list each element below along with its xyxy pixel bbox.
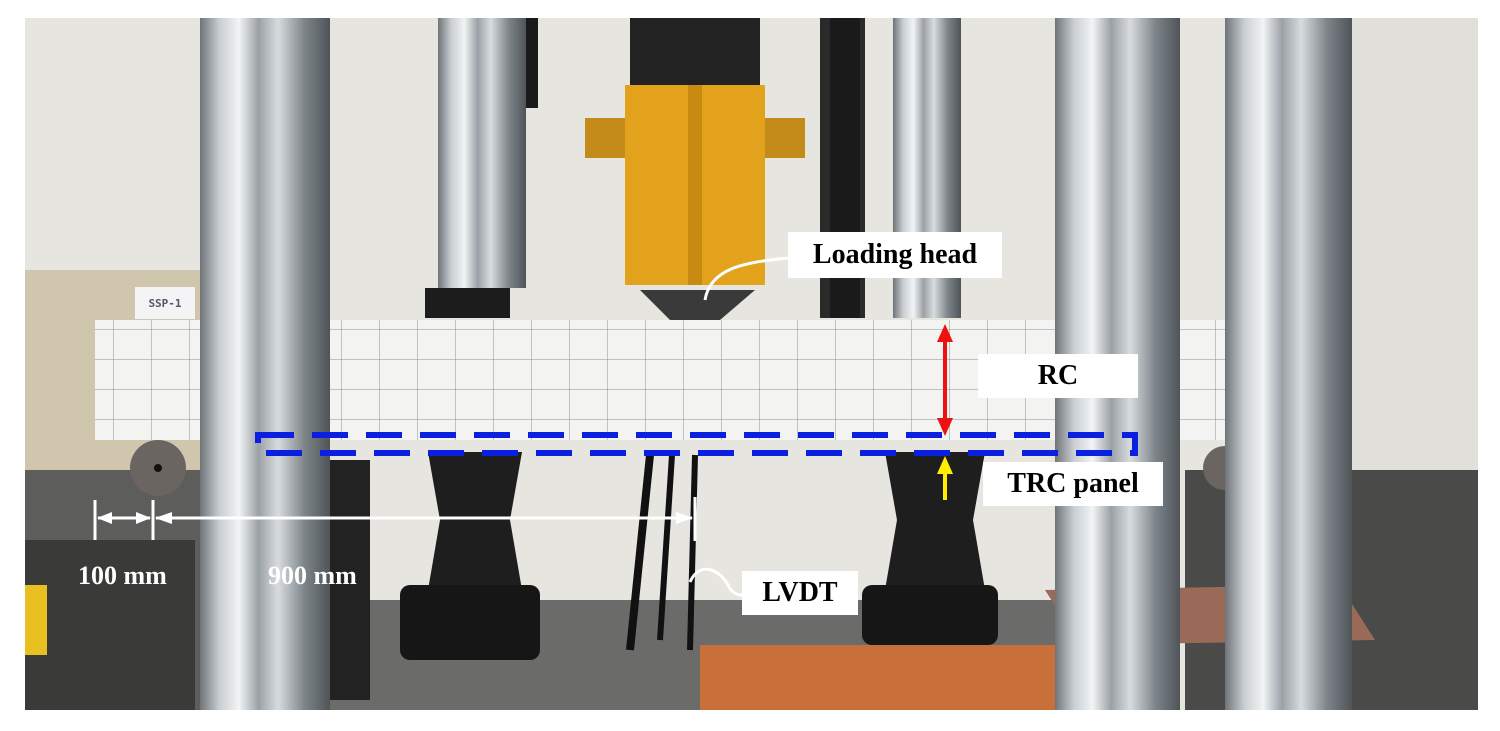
dimension-lines — [93, 497, 697, 541]
column — [438, 18, 526, 288]
loading-plate — [640, 290, 755, 320]
specimen-tag: SSP-1 — [135, 287, 195, 319]
orange-base — [700, 645, 1060, 710]
dimension-900mm: 900 mm — [268, 561, 357, 590]
column — [200, 18, 330, 710]
right-support — [885, 452, 985, 590]
label-trc-panel: TRC panel — [983, 462, 1163, 506]
yellow-box — [25, 585, 47, 655]
dimension-100mm: 100 mm — [78, 561, 167, 590]
label-lvdt: LVDT — [742, 571, 858, 615]
actuator — [630, 18, 760, 88]
lvdt-sensor — [687, 454, 698, 651]
trc-arrow — [937, 456, 953, 500]
left-support — [428, 452, 522, 590]
label-rc: RC — [978, 354, 1138, 398]
trc-panel-outline — [255, 432, 1138, 456]
label-loading-head: Loading head — [788, 232, 1002, 278]
lvdt-leader — [688, 567, 746, 597]
loading-head-leader — [703, 256, 791, 301]
rc-thickness-arrow — [937, 324, 953, 436]
column — [1225, 18, 1352, 710]
